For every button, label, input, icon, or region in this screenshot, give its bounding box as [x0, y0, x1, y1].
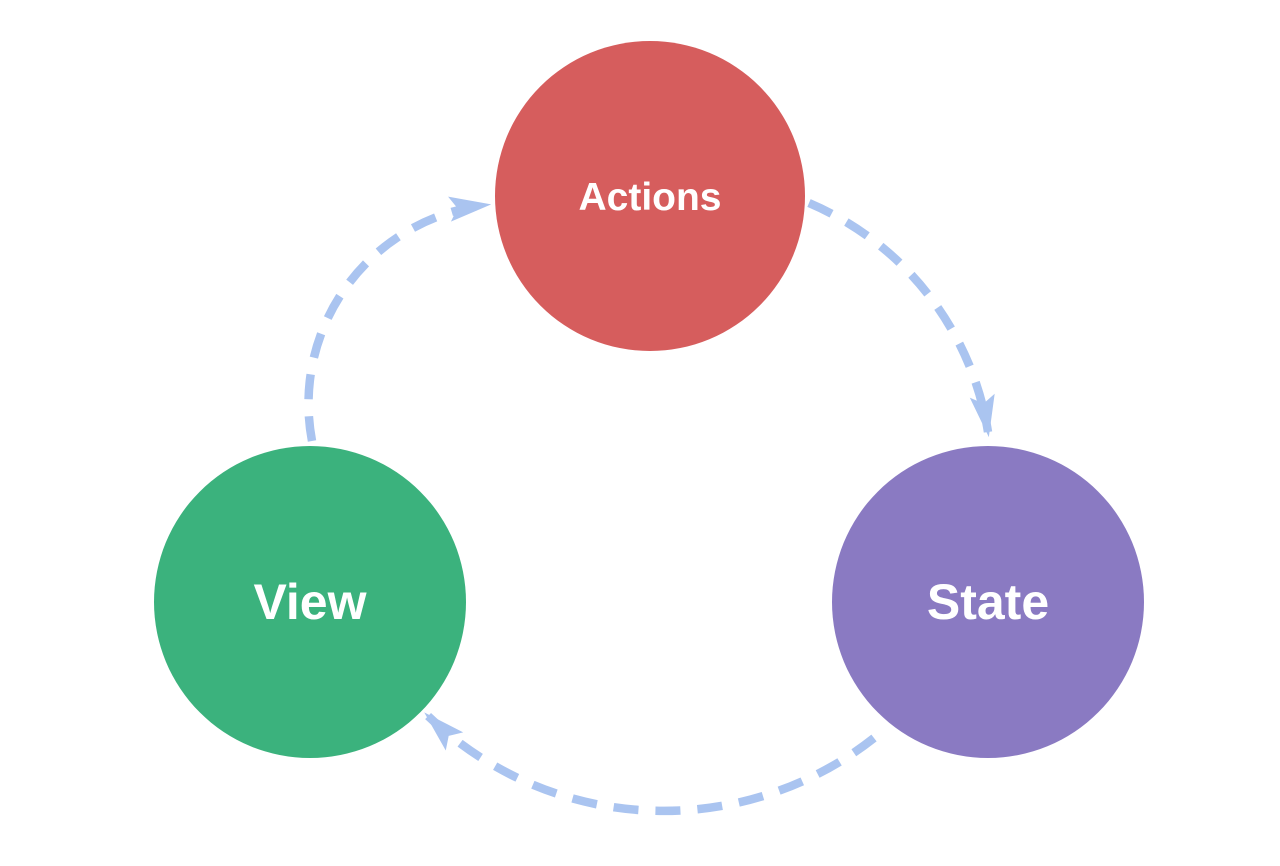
node-actions [495, 41, 805, 351]
node-view-label: View [253, 574, 366, 630]
edge-group [304, 196, 995, 816]
edge-view-to-actions [304, 196, 492, 442]
node-actions-label: Actions [578, 176, 721, 219]
node-state [832, 446, 1144, 758]
node-view [154, 446, 466, 758]
edge-actions-to-state [807, 199, 995, 438]
node-state-label: State [927, 574, 1049, 630]
node-label-group: Actions State View [253, 176, 1049, 630]
